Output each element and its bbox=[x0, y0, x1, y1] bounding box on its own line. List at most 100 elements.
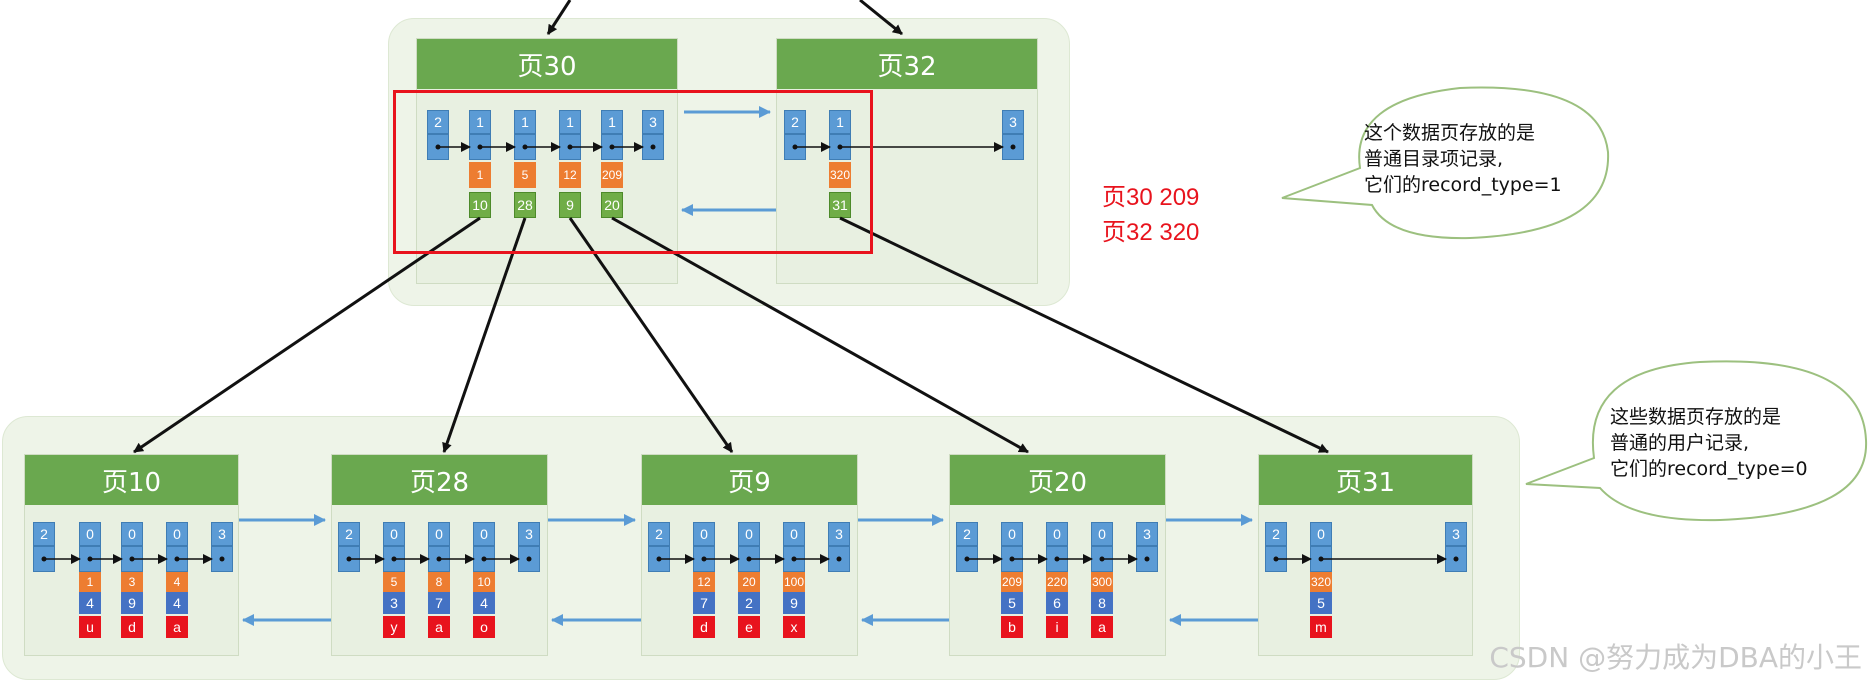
bubble-top-line: 这个数据页存放的是 bbox=[1364, 122, 1536, 144]
record-type: 0 bbox=[166, 522, 188, 546]
child-page-number: 10 bbox=[469, 192, 491, 218]
record-type: 2 bbox=[784, 110, 806, 134]
record-key: 12 bbox=[559, 162, 581, 188]
pointer-dot bbox=[346, 556, 352, 562]
pointer-dot bbox=[650, 144, 656, 150]
record-char-value: b bbox=[1001, 616, 1023, 638]
record-column-value: 4 bbox=[79, 592, 101, 614]
record-type: 1 bbox=[829, 110, 851, 134]
record-key: 320 bbox=[1310, 572, 1332, 592]
child-page-number: 28 bbox=[514, 192, 536, 218]
pointer-dot bbox=[522, 144, 528, 150]
child-page-pointer bbox=[133, 216, 481, 454]
record-key: 5 bbox=[383, 572, 405, 592]
bubble-bottom-line: 它们的record_type=0 bbox=[1610, 458, 1808, 480]
record-type: 2 bbox=[956, 522, 978, 546]
child-page-pointer bbox=[568, 217, 734, 453]
index-page: 页32 bbox=[776, 38, 1038, 284]
pointer-dot bbox=[436, 556, 442, 562]
annotation-line-2: 页32 320 bbox=[1102, 219, 1200, 246]
child-page-number: 9 bbox=[559, 192, 581, 218]
pointer-dot bbox=[609, 144, 615, 150]
pointer-dot bbox=[477, 144, 483, 150]
record-type: 0 bbox=[473, 522, 495, 546]
pointer-dot bbox=[567, 144, 573, 150]
bubble-bottom-shape bbox=[1525, 360, 1868, 522]
record-key: 209 bbox=[601, 162, 623, 188]
record-key: 12 bbox=[693, 572, 715, 592]
pointer-dot bbox=[1010, 144, 1016, 150]
bubble-top-line: 普通目录项记录, bbox=[1364, 148, 1504, 170]
pointer-dot bbox=[1453, 556, 1459, 562]
pointer-dot bbox=[129, 556, 135, 562]
page-title: 页30 bbox=[417, 39, 677, 89]
record-type: 0 bbox=[738, 522, 760, 546]
record-type: 3 bbox=[642, 110, 664, 134]
pointer-dot bbox=[964, 556, 970, 562]
record-type: 0 bbox=[1310, 522, 1332, 546]
index-page: 页30 bbox=[416, 38, 678, 284]
record-key: 5 bbox=[514, 162, 536, 188]
record-type: 3 bbox=[1136, 522, 1158, 546]
record-char-value: a bbox=[1091, 616, 1113, 638]
record-type: 3 bbox=[1445, 522, 1467, 546]
record-type: 3 bbox=[828, 522, 850, 546]
record-column-value: 6 bbox=[1046, 592, 1068, 614]
record-key: 1 bbox=[79, 572, 101, 592]
record-type: 3 bbox=[211, 522, 233, 546]
page-title: 页28 bbox=[332, 455, 547, 505]
record-key: 4 bbox=[166, 572, 188, 592]
page-title: 页32 bbox=[777, 39, 1037, 89]
pointer-dot bbox=[481, 556, 487, 562]
record-type: 0 bbox=[383, 522, 405, 546]
bubble-bottom-line: 普通的用户记录, bbox=[1610, 432, 1750, 454]
record-column-value: 4 bbox=[166, 592, 188, 614]
incoming-arrow bbox=[859, 0, 903, 36]
record-type: 2 bbox=[648, 522, 670, 546]
record-type: 0 bbox=[1001, 522, 1023, 546]
annotation-line-1: 页30 209 bbox=[1102, 184, 1200, 211]
page-title: 页9 bbox=[642, 455, 857, 505]
pointer-dot bbox=[435, 144, 441, 150]
incoming-arrow bbox=[546, 0, 572, 35]
page-title: 页10 bbox=[25, 455, 238, 505]
record-column-value: 9 bbox=[783, 592, 805, 614]
record-type: 2 bbox=[33, 522, 55, 546]
pointer-dot bbox=[1273, 556, 1279, 562]
highlight-box bbox=[393, 90, 873, 254]
record-char-value: a bbox=[166, 616, 188, 638]
record-char-value: d bbox=[693, 616, 715, 638]
record-type: 2 bbox=[427, 110, 449, 134]
record-char-value: d bbox=[121, 616, 143, 638]
pointer-dot bbox=[1144, 556, 1150, 562]
record-column-value: 9 bbox=[121, 592, 143, 614]
record-type: 1 bbox=[559, 110, 581, 134]
pointer-dot bbox=[792, 144, 798, 150]
record-type: 2 bbox=[338, 522, 360, 546]
pointer-dot bbox=[526, 556, 532, 562]
child-page-number: 20 bbox=[601, 192, 623, 218]
page-title: 页20 bbox=[950, 455, 1165, 505]
bubble-bottom-line: 这些数据页存放的是 bbox=[1610, 406, 1782, 428]
record-type: 3 bbox=[518, 522, 540, 546]
watermark: CSDN @努力成为DBA的小王 bbox=[1489, 641, 1862, 674]
record-type: 0 bbox=[1091, 522, 1113, 546]
record-column-value: 5 bbox=[1310, 592, 1332, 614]
record-pointer bbox=[1265, 546, 1287, 572]
record-char-value: a bbox=[428, 616, 450, 638]
record-column-value: 4 bbox=[473, 592, 495, 614]
record-type: 1 bbox=[469, 110, 491, 134]
pointer-dot bbox=[1318, 556, 1324, 562]
record-type: 1 bbox=[601, 110, 623, 134]
record-type: 0 bbox=[121, 522, 143, 546]
record-type: 0 bbox=[1046, 522, 1068, 546]
record-char-value: u bbox=[79, 616, 101, 638]
record-key: 10 bbox=[473, 572, 495, 592]
record-pointer bbox=[518, 546, 540, 572]
pointer-dot bbox=[1009, 556, 1015, 562]
child-page-pointer bbox=[611, 216, 1029, 454]
pointer-dot bbox=[1099, 556, 1105, 562]
record-key: 20 bbox=[738, 572, 760, 592]
